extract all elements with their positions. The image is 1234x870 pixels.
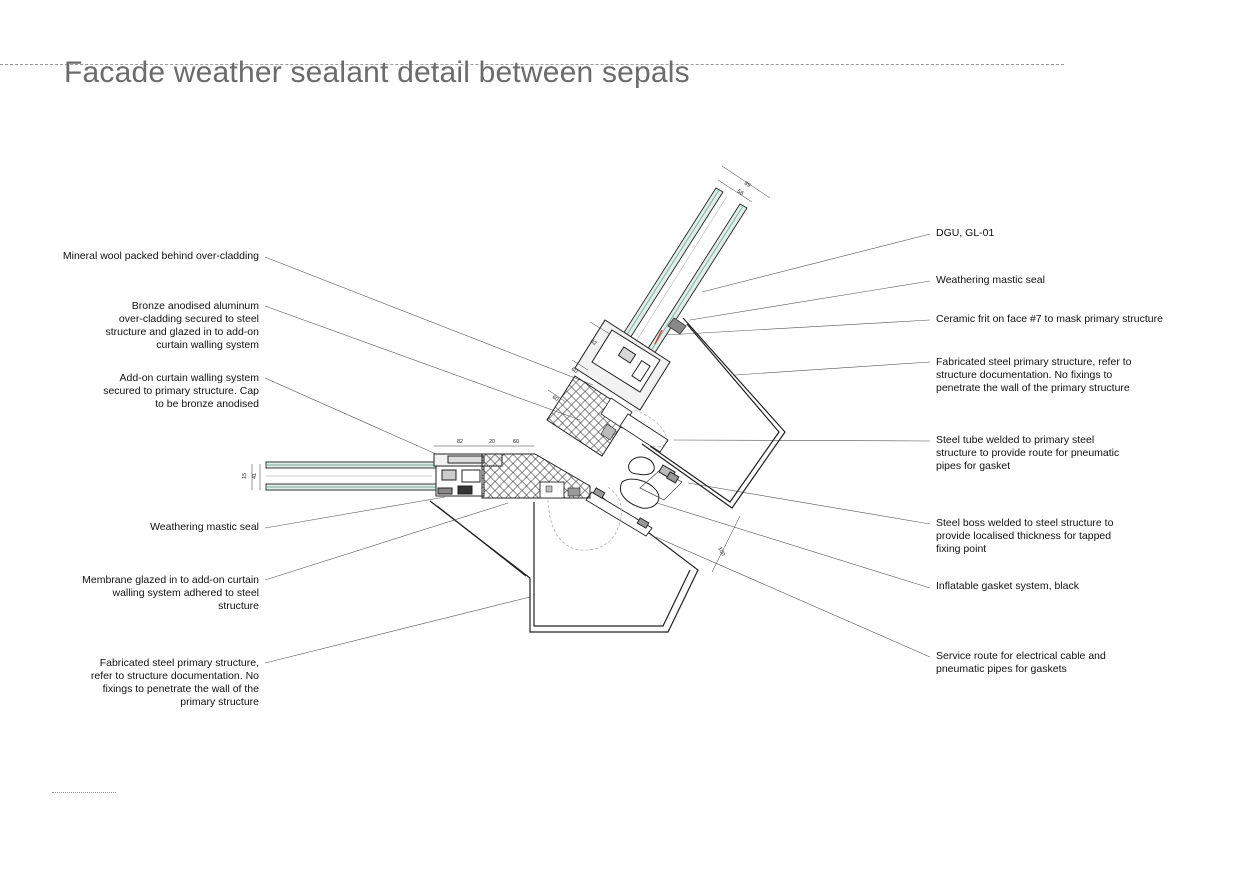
upper-frame (574, 317, 687, 411)
upper-dgu-glass (617, 187, 748, 363)
label-mineral-wool: Mineral wool packed behind over-cladding (62, 250, 259, 262)
footer-mark (52, 792, 116, 796)
svg-text:56: 56 (736, 189, 744, 197)
label-add-on-curtain-walling: Add-on curtain walling system secured to… (103, 372, 259, 410)
svg-text:60: 60 (570, 367, 578, 375)
label-membrane: Membrane glazed in to add-on curtain wal… (82, 574, 259, 612)
label-steel-boss: Steel boss welded to steel structure to … (936, 517, 1114, 555)
lower-frame (433, 453, 503, 497)
upper-primary-structure (641, 317, 786, 509)
svg-text:41: 41 (252, 473, 258, 479)
svg-text:62: 62 (589, 339, 597, 347)
label-steel-tube: Steel tube welded to primary steel struc… (936, 434, 1120, 472)
dimension-lines (251, 165, 771, 573)
lower-primary-structure (429, 495, 699, 633)
leader-lines (264, 233, 931, 664)
svg-text:15: 15 (242, 473, 248, 479)
label-primary-structure-right: Fabricated steel primary structure, refe… (936, 356, 1132, 394)
label-bronze-over-cladding: Bronze anodised aluminum over-cladding s… (105, 300, 259, 351)
label-dgu: DGU, GL-01 (936, 227, 995, 239)
svg-text:60: 60 (551, 395, 559, 403)
svg-text:60: 60 (513, 439, 519, 445)
top-rule (0, 64, 1064, 65)
label-weathering-mastic-seal-right: Weathering mastic seal (936, 274, 1045, 286)
label-ceramic-frit: Ceramic frit on face #7 to mask primary … (936, 313, 1163, 325)
label-weathering-mastic-seal-left: Weathering mastic seal (150, 521, 259, 533)
upper-steel-tube (619, 409, 669, 453)
svg-text:20: 20 (489, 439, 495, 445)
inflatable-gasket (620, 456, 683, 509)
label-primary-structure-left: Fabricated steel primary structure, refe… (90, 657, 259, 708)
svg-text:89: 89 (743, 181, 751, 189)
label-inflatable-gasket: Inflatable gasket system, black (936, 580, 1079, 592)
label-service-route: Service route for electrical cable and p… (936, 650, 1106, 675)
dimension-values: 89 56 62 60 60 82 20 60 15 41 100 (242, 181, 751, 557)
ceramic-frit (654, 329, 663, 345)
svg-text:82: 82 (457, 439, 463, 445)
svg-text:100: 100 (716, 546, 726, 557)
lower-dgu-glass (265, 461, 439, 491)
page-title: Facade weather sealant detail between se… (64, 56, 690, 89)
lower-over-cladding (481, 453, 591, 499)
